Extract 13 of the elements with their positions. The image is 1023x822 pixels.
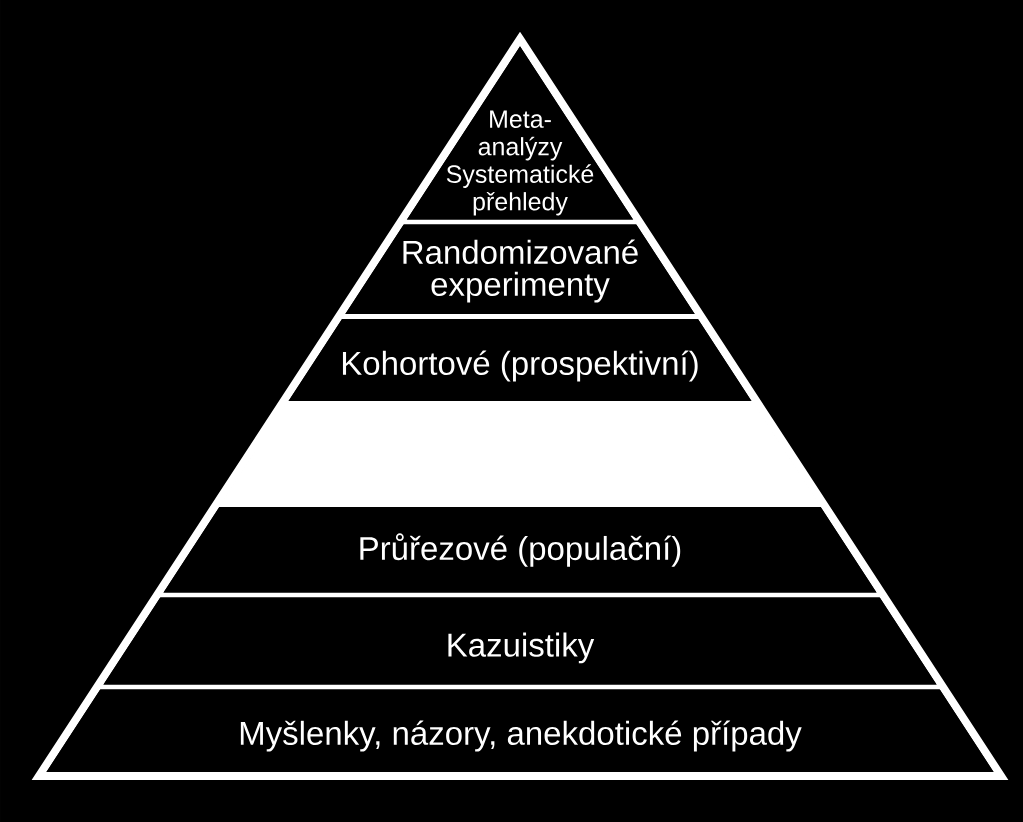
pyramid-level: Meta-analýzy Systematické přehledy: [406, 46, 634, 220]
node-label: Systematické přehledy: [446, 164, 594, 216]
node-label: Randomizované experimenty: [403, 239, 638, 303]
pyramid-level: Randomizované experimenty: [345, 224, 695, 314]
node-label: Průřezové (populační): [360, 533, 681, 567]
pyramid-level: Kazuistiky: [103, 597, 937, 685]
node-label: Kohortové (prospektivní): [342, 350, 698, 382]
pyramid-level: [218, 401, 822, 507]
node-label: Myšlenky, názory, anekdotické případy: [240, 720, 802, 752]
pyramid-level: Myšlenky, názory, anekdotické případy: [46, 689, 994, 772]
pyramid-level: Kohortové (prospektivní): [288, 319, 752, 401]
node-label: Meta-analýzy: [478, 110, 563, 161]
node-label: Kazuistiky: [448, 632, 595, 664]
